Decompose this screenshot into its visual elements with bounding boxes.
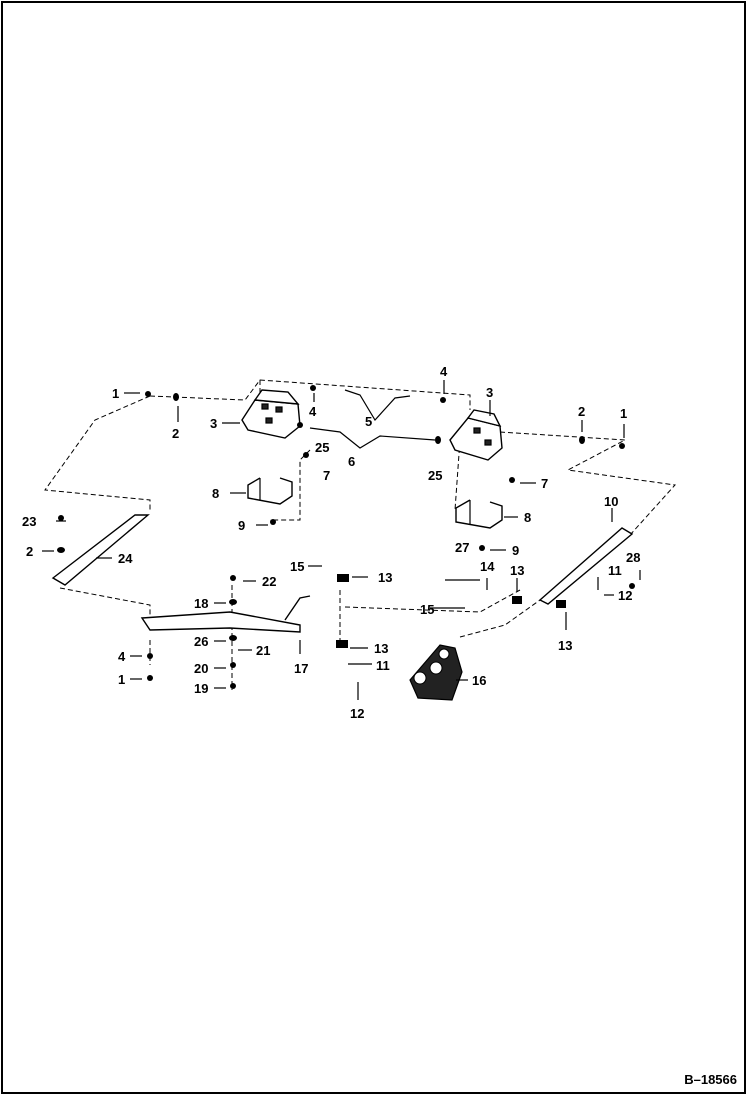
callout-4: 4: [118, 649, 126, 664]
callout-16: 16: [472, 673, 486, 688]
assembly-outline: [44, 379, 677, 690]
left-mount-bracket: [241, 389, 301, 439]
callout-1: 1: [118, 672, 125, 687]
callout-18: 18: [194, 596, 208, 611]
callout-7: 7: [541, 476, 548, 491]
callout-7: 7: [323, 468, 330, 483]
callout-12: 12: [618, 588, 632, 603]
callout-21: 21: [256, 643, 270, 658]
callout-4: 4: [440, 364, 448, 379]
callout-5: 5: [365, 414, 372, 429]
callout-3: 3: [210, 416, 217, 431]
callout-25: 25: [315, 440, 329, 455]
callout-10: 10: [604, 494, 618, 509]
left-strap: [51, 514, 150, 586]
callout-15: 15: [290, 559, 304, 574]
callout-26: 26: [194, 634, 208, 649]
callout-labels: 1 2 3 4 4 3 2 1 25 5 6 25 7 7 8 8 9 9 10…: [22, 364, 640, 721]
callout-6: 6: [348, 454, 355, 469]
callout-2: 2: [172, 426, 179, 441]
callout-9: 9: [238, 518, 245, 533]
callout-27: 27: [455, 540, 469, 555]
callout-20: 20: [194, 661, 208, 676]
callout-13: 13: [558, 638, 572, 653]
leader-lines: [42, 380, 641, 700]
callout-22: 22: [262, 574, 276, 589]
callout-23: 23: [22, 514, 36, 529]
callout-11: 11: [608, 563, 622, 578]
callout-24: 24: [118, 551, 133, 566]
callout-13: 13: [510, 563, 524, 578]
callout-12: 12: [350, 706, 364, 721]
callout-2: 2: [26, 544, 33, 559]
callout-8: 8: [212, 486, 219, 501]
callout-25: 25: [428, 468, 442, 483]
control-valve: [409, 644, 463, 701]
hardware-fasteners: [57, 385, 635, 689]
right-strap: [538, 527, 634, 605]
callout-2: 2: [578, 404, 585, 419]
callout-13: 13: [378, 570, 392, 585]
callout-13: 13: [374, 641, 388, 656]
callout-1: 1: [112, 386, 119, 401]
callout-9: 9: [512, 543, 519, 558]
callout-3: 3: [486, 385, 493, 400]
callout-28: 28: [626, 550, 640, 565]
lower-bracket-right: [455, 499, 503, 529]
callout-1: 1: [620, 406, 627, 421]
springs-and-bolts: [309, 389, 480, 609]
callout-4: 4: [309, 404, 317, 419]
figure-id: B–18566: [684, 1072, 737, 1087]
callout-17: 17: [294, 661, 308, 676]
callout-15: 15: [420, 602, 434, 617]
lower-bracket-left: [247, 477, 293, 505]
callout-14: 14: [480, 559, 495, 574]
linkage-bar: [140, 595, 311, 633]
callout-11: 11: [376, 658, 390, 673]
right-mount-bracket: [449, 409, 503, 461]
callout-19: 19: [194, 681, 208, 696]
callout-8: 8: [524, 510, 531, 525]
